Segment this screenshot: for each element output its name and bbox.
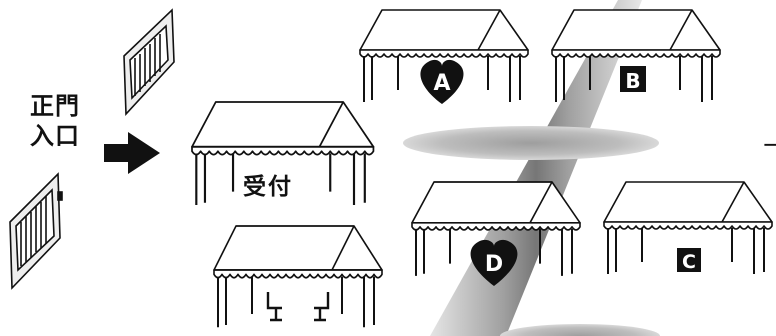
tent-rest bbox=[212, 224, 384, 329]
booth-label-a: A bbox=[433, 71, 450, 96]
booth-label-b: B bbox=[625, 69, 640, 93]
gate-label-line1: 正門 bbox=[30, 92, 80, 120]
arrow-right-icon bbox=[104, 132, 160, 174]
chair-icon bbox=[314, 292, 330, 322]
square-marker-b bbox=[620, 66, 646, 92]
booth-label-c: C bbox=[682, 251, 696, 273]
heart-marker-a bbox=[420, 59, 464, 104]
ground-shadow bbox=[403, 126, 659, 160]
gate-entrance-label: 正門 入口 bbox=[30, 94, 80, 154]
gate-icon bbox=[9, 172, 63, 290]
ground-shadow bbox=[500, 324, 660, 336]
booth-label-d: D bbox=[485, 252, 503, 277]
chair-icon bbox=[266, 292, 282, 322]
gate-icon bbox=[123, 8, 175, 116]
gate-label-line2: 入口 bbox=[30, 122, 80, 150]
edge-mark: 一 bbox=[764, 136, 776, 155]
heart-marker-d bbox=[470, 239, 518, 286]
square-marker-c bbox=[677, 248, 701, 272]
reception-label: 受付 bbox=[243, 174, 293, 200]
